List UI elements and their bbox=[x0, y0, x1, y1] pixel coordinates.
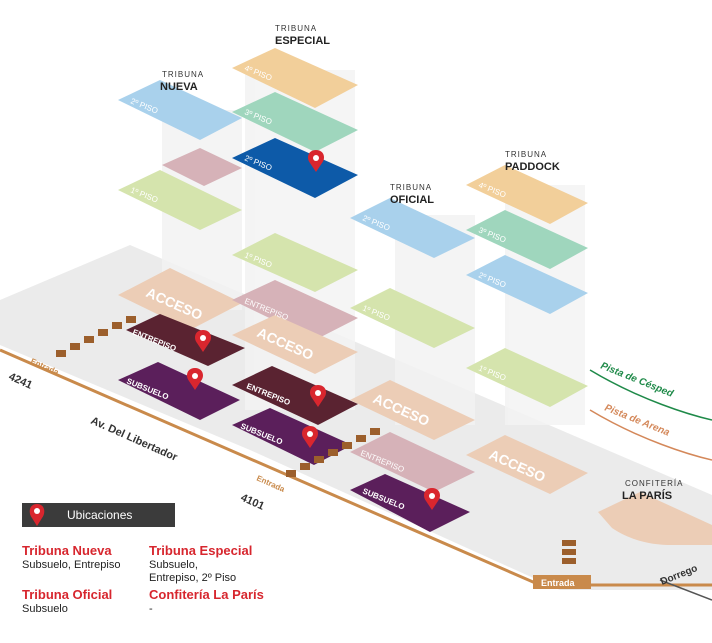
confiteria-label-line1: CONFITERÍA bbox=[625, 479, 683, 488]
especial-piso3 bbox=[232, 92, 358, 152]
nueva-label-line2: NUEVA bbox=[160, 81, 198, 93]
legend-item-detail: Subsuelo, Entrepiso bbox=[22, 559, 121, 571]
oficial-label-line2: OFICIAL bbox=[390, 194, 434, 206]
street-number-4241: 4241 bbox=[7, 371, 34, 392]
paddock-label-line2: PADDOCK bbox=[505, 161, 560, 173]
entrada-label-3: Entrada bbox=[541, 578, 576, 588]
paddock-piso1 bbox=[466, 348, 588, 407]
nueva-middle bbox=[162, 148, 242, 186]
entrada-label-2: Entrada bbox=[255, 474, 286, 495]
paddock-piso2 bbox=[466, 255, 588, 314]
oficial-piso1 bbox=[350, 288, 475, 348]
oficial-entrepiso-grey bbox=[350, 432, 475, 492]
entrance-stairs-1 bbox=[56, 316, 136, 357]
pin-especial-entrepiso[interactable] bbox=[310, 385, 326, 407]
confiteria-la-paris bbox=[598, 492, 712, 545]
legend-item-title: Tribuna Oficial bbox=[22, 587, 113, 602]
entrance-stairs-2 bbox=[286, 428, 380, 477]
legend-item-title: Tribuna Especial bbox=[149, 543, 253, 558]
paddock-piso3 bbox=[466, 210, 588, 269]
location-pin-icon bbox=[29, 504, 45, 526]
nueva-acceso bbox=[118, 268, 242, 330]
track-arena bbox=[589, 409, 712, 461]
track-arena-label: Pista de Arena bbox=[603, 403, 672, 439]
legend-item-detail: Subsuelo, Entrepiso, 2º Piso bbox=[149, 559, 237, 584]
entrance-stairs-3 bbox=[562, 540, 576, 564]
especial-label-line1: TRIBUNA bbox=[275, 24, 317, 33]
legend-item-confiteria[interactable]: Confitería La París - bbox=[149, 587, 284, 616]
especial-label-line2: ESPECIAL bbox=[275, 35, 330, 47]
legend-item-title: Tribuna Nueva bbox=[22, 543, 112, 558]
pin-oficial-subsuelo[interactable] bbox=[424, 488, 440, 510]
legend-title: Ubicaciones bbox=[67, 508, 133, 522]
pin-especial-piso2[interactable] bbox=[308, 150, 324, 172]
confiteria-label-line2: LA PARÍS bbox=[622, 489, 672, 502]
legend-header: Ubicaciones bbox=[22, 503, 175, 527]
nueva-entrepiso[interactable] bbox=[126, 314, 245, 366]
especial-acceso bbox=[232, 315, 358, 374]
legend-item-especial[interactable]: Tribuna Especial Subsuelo, Entrepiso, 2º… bbox=[149, 543, 269, 585]
especial-entrepiso-grey bbox=[232, 280, 358, 340]
street-number-4101: 4101 bbox=[239, 492, 266, 513]
street-dorrego bbox=[659, 579, 712, 601]
nueva-piso2[interactable] bbox=[118, 80, 242, 140]
paddock-label-line1: TRIBUNA bbox=[505, 150, 547, 159]
legend-item-oficial[interactable]: Tribuna Oficial Subsuelo bbox=[22, 587, 147, 616]
especial-piso1 bbox=[232, 233, 358, 292]
especial-piso4 bbox=[232, 48, 358, 108]
nueva-label-line1: TRIBUNA bbox=[162, 70, 204, 79]
legend-item-detail: Subsuelo bbox=[22, 603, 68, 615]
track-cesped bbox=[589, 369, 712, 421]
oficial-label-line1: TRIBUNA bbox=[390, 183, 432, 192]
entrada-label-bg bbox=[533, 575, 591, 589]
oficial-piso2 bbox=[350, 198, 475, 258]
paddock-piso4 bbox=[466, 165, 588, 224]
legend-item-nueva[interactable]: Tribuna Nueva Subsuelo, Entrepiso bbox=[22, 543, 147, 572]
paddock-acceso bbox=[466, 435, 588, 494]
pin-especial-subsuelo[interactable] bbox=[302, 426, 318, 448]
legend-item-detail: - bbox=[149, 603, 153, 615]
pin-nueva-entrepiso[interactable] bbox=[195, 330, 211, 352]
nueva-subsuelo[interactable] bbox=[118, 362, 240, 420]
especial-entrepiso[interactable] bbox=[232, 366, 358, 425]
especial-piso2[interactable] bbox=[232, 138, 358, 198]
legend-item-title: Confitería La París bbox=[149, 587, 264, 602]
nueva-piso1[interactable] bbox=[118, 170, 242, 230]
pin-nueva-subsuelo[interactable] bbox=[187, 368, 203, 390]
especial-subsuelo[interactable] bbox=[232, 408, 352, 465]
ground-plane bbox=[0, 245, 712, 590]
oficial-acceso bbox=[350, 380, 475, 440]
oficial-subsuelo[interactable] bbox=[350, 474, 470, 532]
